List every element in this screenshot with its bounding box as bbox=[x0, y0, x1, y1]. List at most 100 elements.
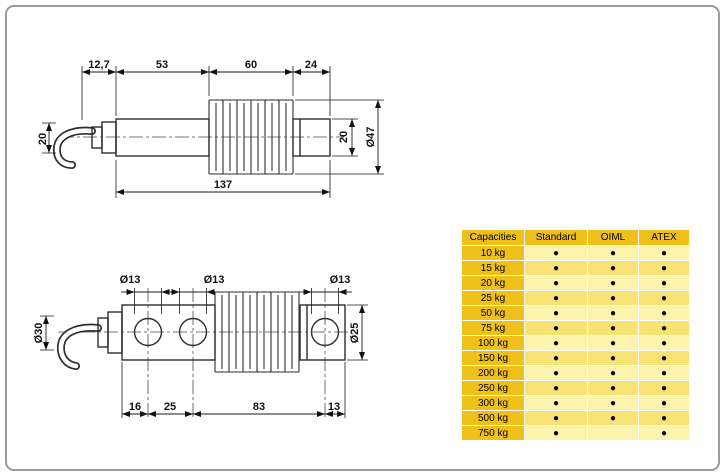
dim-total-length: 137 bbox=[214, 179, 232, 191]
capacity-cell: 250 kg bbox=[462, 381, 524, 395]
standard-availability-dot: ● bbox=[525, 366, 587, 380]
dim-hole3-diameter: Ø13 bbox=[330, 274, 351, 286]
standard-availability-dot: ● bbox=[525, 426, 587, 440]
oiml-availability-dot: ● bbox=[588, 321, 638, 335]
atex-availability-dot: ● bbox=[639, 276, 689, 290]
bellows bbox=[214, 291, 300, 373]
capacity-table: Capacities Standard OIML ATEX 10 kg●●●15… bbox=[461, 229, 690, 441]
standard-availability-dot: ● bbox=[525, 381, 587, 395]
capacity-cell: 10 kg bbox=[462, 246, 524, 260]
table-row: 150 kg●●● bbox=[462, 351, 689, 365]
oiml-availability-dot: ● bbox=[588, 351, 638, 365]
table-row: 200 kg●●● bbox=[462, 366, 689, 380]
dim-cable-bend-diameter: Ø30 bbox=[33, 323, 45, 344]
dim-bellows-length: 60 bbox=[245, 59, 257, 71]
mounting-hole-2 bbox=[178, 317, 208, 347]
atex-availability-dot: ● bbox=[639, 366, 689, 380]
table-row: 10 kg●●● bbox=[462, 246, 689, 260]
oiml-availability-dot: ● bbox=[588, 276, 638, 290]
table-row: 750 kg●● bbox=[462, 426, 689, 440]
column-header-oiml: OIML bbox=[588, 230, 638, 245]
table-row: 15 kg●●● bbox=[462, 261, 689, 275]
capacity-cell: 750 kg bbox=[462, 426, 524, 440]
beam-body bbox=[115, 118, 210, 157]
atex-availability-dot: ● bbox=[639, 336, 689, 350]
atex-availability-dot: ● bbox=[639, 426, 689, 440]
capacity-cell: 500 kg bbox=[462, 411, 524, 425]
table-row: 100 kg●●● bbox=[462, 336, 689, 350]
end-block bbox=[299, 304, 346, 361]
oiml-availability-dot: ● bbox=[588, 291, 638, 305]
atex-availability-dot: ● bbox=[639, 396, 689, 410]
top-view-drawing: Ø13 Ø13 Ø13 Ø30 Ø25 16 25 83 13 bbox=[33, 274, 368, 418]
table-row: 25 kg●●● bbox=[462, 291, 689, 305]
capacity-cell: 200 kg bbox=[462, 366, 524, 380]
beam-body bbox=[121, 304, 216, 361]
dim-beam-length: 53 bbox=[156, 59, 168, 71]
standard-availability-dot: ● bbox=[525, 351, 587, 365]
cable-gland bbox=[91, 121, 117, 154]
table-row: 20 kg●●● bbox=[462, 276, 689, 290]
atex-availability-dot: ● bbox=[639, 411, 689, 425]
oiml-availability-dot: ● bbox=[588, 306, 638, 320]
atex-availability-dot: ● bbox=[639, 381, 689, 395]
atex-availability-dot: ● bbox=[639, 306, 689, 320]
table-row: 250 kg●●● bbox=[462, 381, 689, 395]
table-row: 50 kg●●● bbox=[462, 306, 689, 320]
capacity-cell: 100 kg bbox=[462, 336, 524, 350]
cable bbox=[56, 323, 102, 370]
capacity-cell: 25 kg bbox=[462, 291, 524, 305]
oiml-availability-dot: ● bbox=[588, 411, 638, 425]
oiml-availability-dot: ● bbox=[588, 366, 638, 380]
extension-lines bbox=[40, 288, 368, 418]
capacity-cell: 300 kg bbox=[462, 396, 524, 410]
dim-cable-offset: 12,7 bbox=[88, 59, 109, 71]
atex-availability-dot: ● bbox=[639, 351, 689, 365]
standard-availability-dot: ● bbox=[525, 261, 587, 275]
standard-availability-dot: ● bbox=[525, 276, 587, 290]
table-row: 75 kg●●● bbox=[462, 321, 689, 335]
capacity-cell: 75 kg bbox=[462, 321, 524, 335]
dim-end-height: 20 bbox=[338, 131, 350, 143]
dim-hole2-to-hole3: 83 bbox=[253, 401, 265, 413]
dimension-lines bbox=[43, 289, 365, 417]
standard-availability-dot: ● bbox=[525, 336, 587, 350]
column-header-capacities: Capacities bbox=[462, 230, 524, 245]
dim-edge-to-hole1: 16 bbox=[129, 401, 141, 413]
dim-hole1-to-hole2: 25 bbox=[164, 401, 176, 413]
oiml-availability-dot: ● bbox=[588, 336, 638, 350]
side-view-drawing: 12,7 53 60 24 137 20 20 Ø47 bbox=[37, 59, 384, 198]
dim-end-length: 24 bbox=[305, 59, 318, 71]
dim-hole3-to-end: 13 bbox=[328, 401, 340, 413]
dim-bellows-diameter: Ø47 bbox=[365, 127, 377, 148]
dim-end-diameter: Ø25 bbox=[349, 323, 361, 344]
oiml-availability-empty bbox=[588, 426, 638, 440]
capacity-cell: 20 kg bbox=[462, 276, 524, 290]
capacity-cell: 50 kg bbox=[462, 306, 524, 320]
atex-availability-dot: ● bbox=[639, 246, 689, 260]
standard-availability-dot: ● bbox=[525, 321, 587, 335]
dim-beam-height: 20 bbox=[37, 133, 49, 145]
mounting-hole-3 bbox=[310, 317, 340, 347]
standard-availability-dot: ● bbox=[525, 396, 587, 410]
atex-availability-dot: ● bbox=[639, 261, 689, 275]
capacity-cell: 15 kg bbox=[462, 261, 524, 275]
cable bbox=[52, 126, 96, 169]
oiml-availability-dot: ● bbox=[588, 261, 638, 275]
bellows bbox=[208, 99, 294, 175]
mounting-hole-1 bbox=[133, 317, 163, 347]
dim-hole2-diameter: Ø13 bbox=[204, 274, 225, 286]
capacity-cell: 150 kg bbox=[462, 351, 524, 365]
oiml-availability-dot: ● bbox=[588, 246, 638, 260]
dim-hole1-diameter: Ø13 bbox=[120, 274, 141, 286]
oiml-availability-dot: ● bbox=[588, 381, 638, 395]
cable-gland bbox=[97, 311, 123, 354]
atex-availability-dot: ● bbox=[639, 321, 689, 335]
table-row: 500 kg●●● bbox=[462, 411, 689, 425]
atex-availability-dot: ● bbox=[639, 291, 689, 305]
column-header-standard: Standard bbox=[525, 230, 587, 245]
column-header-atex: ATEX bbox=[639, 230, 689, 245]
table-header-row: Capacities Standard OIML ATEX bbox=[462, 230, 689, 245]
standard-availability-dot: ● bbox=[525, 306, 587, 320]
